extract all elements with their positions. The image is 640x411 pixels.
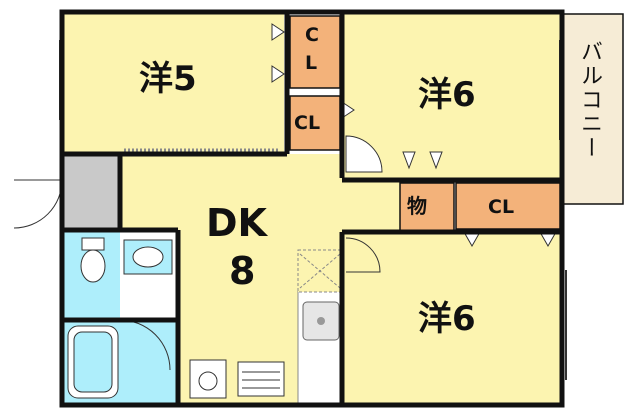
western-room-5 <box>64 14 284 154</box>
kitchen-x-mark <box>299 253 341 289</box>
closet-room6 <box>455 182 561 230</box>
entrance-door-swing <box>13 179 63 229</box>
kitchen-counter-top <box>297 249 345 293</box>
washbasin-bowl <box>132 246 164 268</box>
balcony-label: バルコニー <box>577 40 602 160</box>
closet-room5-top <box>289 15 341 89</box>
door-swing <box>345 135 383 173</box>
room-label-western-5: 洋5 <box>139 59 197 99</box>
sink-drain <box>317 317 325 325</box>
closet-label-top-line2: L <box>305 52 318 74</box>
door-swing <box>429 151 443 170</box>
washing-machine-drain <box>198 371 218 391</box>
room-label-dining-kitchen-size: 8 <box>229 249 256 293</box>
dining-kitchen-corridor <box>344 179 400 231</box>
toilet-tank <box>81 237 105 251</box>
western-room-6-top <box>344 14 562 179</box>
storage-label: 物 <box>407 194 427 218</box>
closet-door-mark <box>271 23 285 41</box>
western-room-6-bottom <box>344 231 562 403</box>
closet-door-mark <box>271 65 285 83</box>
walls <box>59 9 565 408</box>
closet-room5-bottom <box>289 95 341 151</box>
toilet-bowl <box>80 249 106 283</box>
room-label-western-6-top: 洋6 <box>418 75 476 115</box>
closet-label-middle: CL <box>294 112 321 134</box>
washing-machine-spot <box>189 359 227 399</box>
closet-label-top-line1: C <box>305 24 319 46</box>
door-swing <box>402 151 416 170</box>
door-swing <box>345 237 381 273</box>
closet-label-right: CL <box>488 196 515 218</box>
washbasin <box>123 239 173 275</box>
stove <box>237 361 285 397</box>
storage <box>399 182 455 232</box>
entrance <box>64 154 120 230</box>
bathtub-inner <box>73 331 113 393</box>
room-label-dining-kitchen: DK <box>206 201 267 245</box>
balcony <box>562 13 624 205</box>
room-label-western-6-bottom: 洋6 <box>418 299 476 339</box>
